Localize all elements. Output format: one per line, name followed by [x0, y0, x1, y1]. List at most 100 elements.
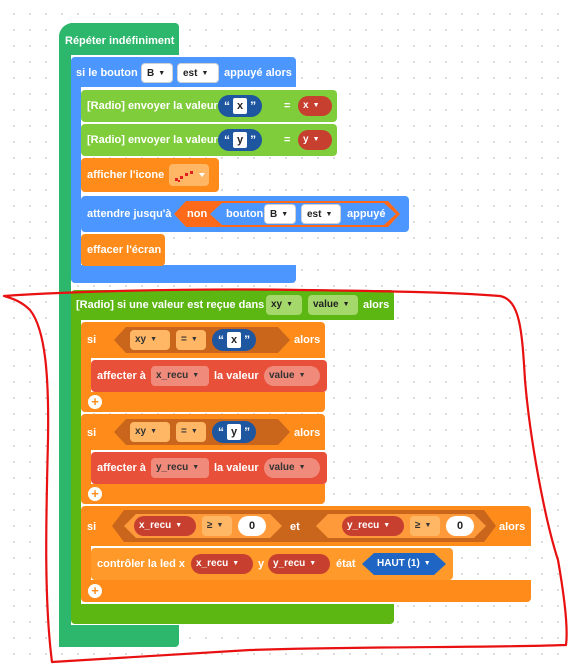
- if-button-bottom: [71, 265, 296, 283]
- show-icon-label: afficher l'icone: [87, 169, 165, 181]
- chevron-down-icon: ▼: [190, 428, 198, 435]
- chevron-down-icon: ▼: [192, 464, 200, 471]
- if1-add-icon[interactable]: +: [88, 395, 102, 409]
- if-button-state-value: est: [183, 68, 198, 79]
- radio-send-y-block[interactable]: [81, 124, 337, 156]
- if-button-button-dropdown[interactable]: B▼: [141, 63, 173, 83]
- if-button-prefix: si le bouton: [76, 67, 138, 79]
- if1-var-dropdown[interactable]: xy▼: [130, 330, 170, 350]
- radio-send-x-value-dropdown[interactable]: x▼: [298, 96, 332, 116]
- if1-op-dropdown[interactable]: =▼: [176, 330, 206, 350]
- radio-send-x-block[interactable]: [81, 90, 337, 122]
- wait-until-pressed: appuyé: [347, 208, 386, 220]
- if1-set-value-value: value: [269, 370, 295, 381]
- chevron-down-icon: ▼: [190, 336, 198, 343]
- chevron-down-icon: ▼: [286, 301, 294, 308]
- if2-set-value-value: value: [269, 462, 295, 473]
- wait-until-state-dropdown[interactable]: est▼: [301, 204, 341, 224]
- led-y-var-dropdown[interactable]: y_recu▼: [268, 554, 330, 574]
- radio-receive-value-dropdown[interactable]: value▼: [308, 295, 358, 315]
- chevron-down-icon: ▼: [383, 522, 391, 529]
- wait-until-button-dropdown[interactable]: B▼: [264, 204, 296, 224]
- chevron-down-icon: ▼: [298, 464, 306, 471]
- open-quote-icon: “: [224, 133, 230, 147]
- show-icon-dropdown[interactable]: [169, 164, 209, 186]
- radio-send-x-value: x: [303, 100, 309, 111]
- led-y-var-value: y_recu: [273, 558, 306, 569]
- chevron-down-icon: ▼: [281, 211, 289, 218]
- chevron-down-icon: ▼: [312, 136, 320, 143]
- radio-receive-label: [Radio] si une valeur est reçue dans: [76, 299, 265, 311]
- radio-send-y-key-input[interactable]: y: [233, 132, 248, 148]
- if3-left-var-dropdown[interactable]: x_recu▼: [134, 516, 196, 536]
- if2-op-dropdown[interactable]: =▼: [176, 422, 206, 442]
- if3-bottom: [81, 580, 531, 602]
- led-x-var-dropdown[interactable]: x_recu▼: [191, 554, 253, 574]
- chevron-down-icon: ▼: [309, 560, 317, 567]
- if3-add-icon[interactable]: +: [88, 584, 102, 598]
- chevron-down-icon: ▼: [423, 560, 431, 567]
- if1-var-value: xy: [135, 334, 147, 345]
- if3-left-var-value: x_recu: [139, 520, 172, 531]
- led-state-value: HAUT (1): [377, 558, 420, 569]
- radio-send-x-key-input[interactable]: x: [233, 98, 248, 114]
- chevron-down-icon: ▼: [216, 522, 224, 529]
- close-quote-icon: ”: [250, 133, 257, 147]
- if3-left-num-input[interactable]: 0: [238, 516, 266, 536]
- if2-add-icon[interactable]: +: [88, 487, 102, 501]
- if3-right-var-dropdown[interactable]: y_recu▼: [342, 516, 404, 536]
- if3-and: et: [290, 521, 300, 533]
- if-button-button-value: B: [147, 68, 155, 79]
- led-pattern-icon: [175, 171, 205, 182]
- radio-receive-value-value: value: [313, 299, 339, 310]
- chevron-down-icon: ▼: [232, 560, 240, 567]
- radio-send-y-label: [Radio] envoyer la valeur: [87, 134, 218, 146]
- radio-receive-bottom: [71, 604, 394, 624]
- if1-set-mid: la valeur: [214, 370, 259, 382]
- radio-send-y-value-dropdown[interactable]: y▼: [298, 130, 332, 150]
- if-button-state-dropdown[interactable]: est▼: [177, 63, 219, 83]
- radio-send-y-key-string: “y”: [218, 129, 263, 151]
- if1-set-var-dropdown[interactable]: x_recu▼: [151, 366, 209, 386]
- if2-bottom: [81, 484, 325, 504]
- radio-send-x-equals: =: [284, 100, 291, 112]
- chevron-down-icon: ▼: [312, 102, 320, 109]
- if2-op-value: =: [181, 426, 187, 437]
- if2-set-mid: la valeur: [214, 462, 259, 474]
- if1-key-input[interactable]: x: [227, 332, 242, 348]
- radio-send-y-value: y: [303, 134, 309, 145]
- if2-set-var-dropdown[interactable]: y_recu▼: [151, 458, 209, 478]
- wait-until-button-value: B: [270, 209, 278, 220]
- forever-bottom: [59, 625, 179, 647]
- if1-set-value-dropdown[interactable]: value▼: [264, 366, 320, 386]
- wait-until-button-label: bouton: [226, 208, 264, 220]
- if1-op-value: =: [181, 334, 187, 345]
- if3-si: si: [87, 521, 97, 533]
- if1-si: si: [87, 334, 97, 346]
- if2-si: si: [87, 427, 97, 439]
- radio-send-y-equals: =: [284, 134, 291, 146]
- open-quote-icon: “: [218, 333, 224, 347]
- forever-block-top: [59, 23, 179, 55]
- clear-screen-label: effacer l'écran: [87, 244, 162, 256]
- clear-screen-block[interactable]: [81, 234, 165, 266]
- radio-send-x-key-string: “x”: [218, 95, 263, 117]
- radio-receive-suffix: alors: [363, 299, 390, 311]
- if2-key-input[interactable]: y: [227, 424, 242, 440]
- radio-receive-var-dropdown[interactable]: xy▼: [266, 295, 302, 315]
- forever-label: Répéter indéfiniment: [65, 35, 175, 47]
- if1-set-prefix: affecter à: [97, 370, 146, 382]
- if3-left-op-dropdown[interactable]: ≥▼: [202, 516, 232, 536]
- radio-receive-var-value: xy: [271, 299, 283, 310]
- led-prefix: contrôler la led x: [97, 558, 186, 570]
- chevron-down-icon: ▼: [424, 522, 432, 529]
- if2-set-value-dropdown[interactable]: value▼: [264, 458, 320, 478]
- chevron-down-icon: ▼: [325, 211, 333, 218]
- forever-left-arm: [59, 55, 71, 647]
- if3-right-num-input[interactable]: 0: [446, 516, 474, 536]
- open-quote-icon: “: [224, 99, 230, 113]
- led-state-dropdown[interactable]: HAUT (1)▼: [372, 554, 442, 574]
- if2-var-dropdown[interactable]: xy▼: [130, 422, 170, 442]
- if3-right-op-dropdown[interactable]: ≥▼: [410, 516, 440, 536]
- led-x-var-value: x_recu: [196, 558, 229, 569]
